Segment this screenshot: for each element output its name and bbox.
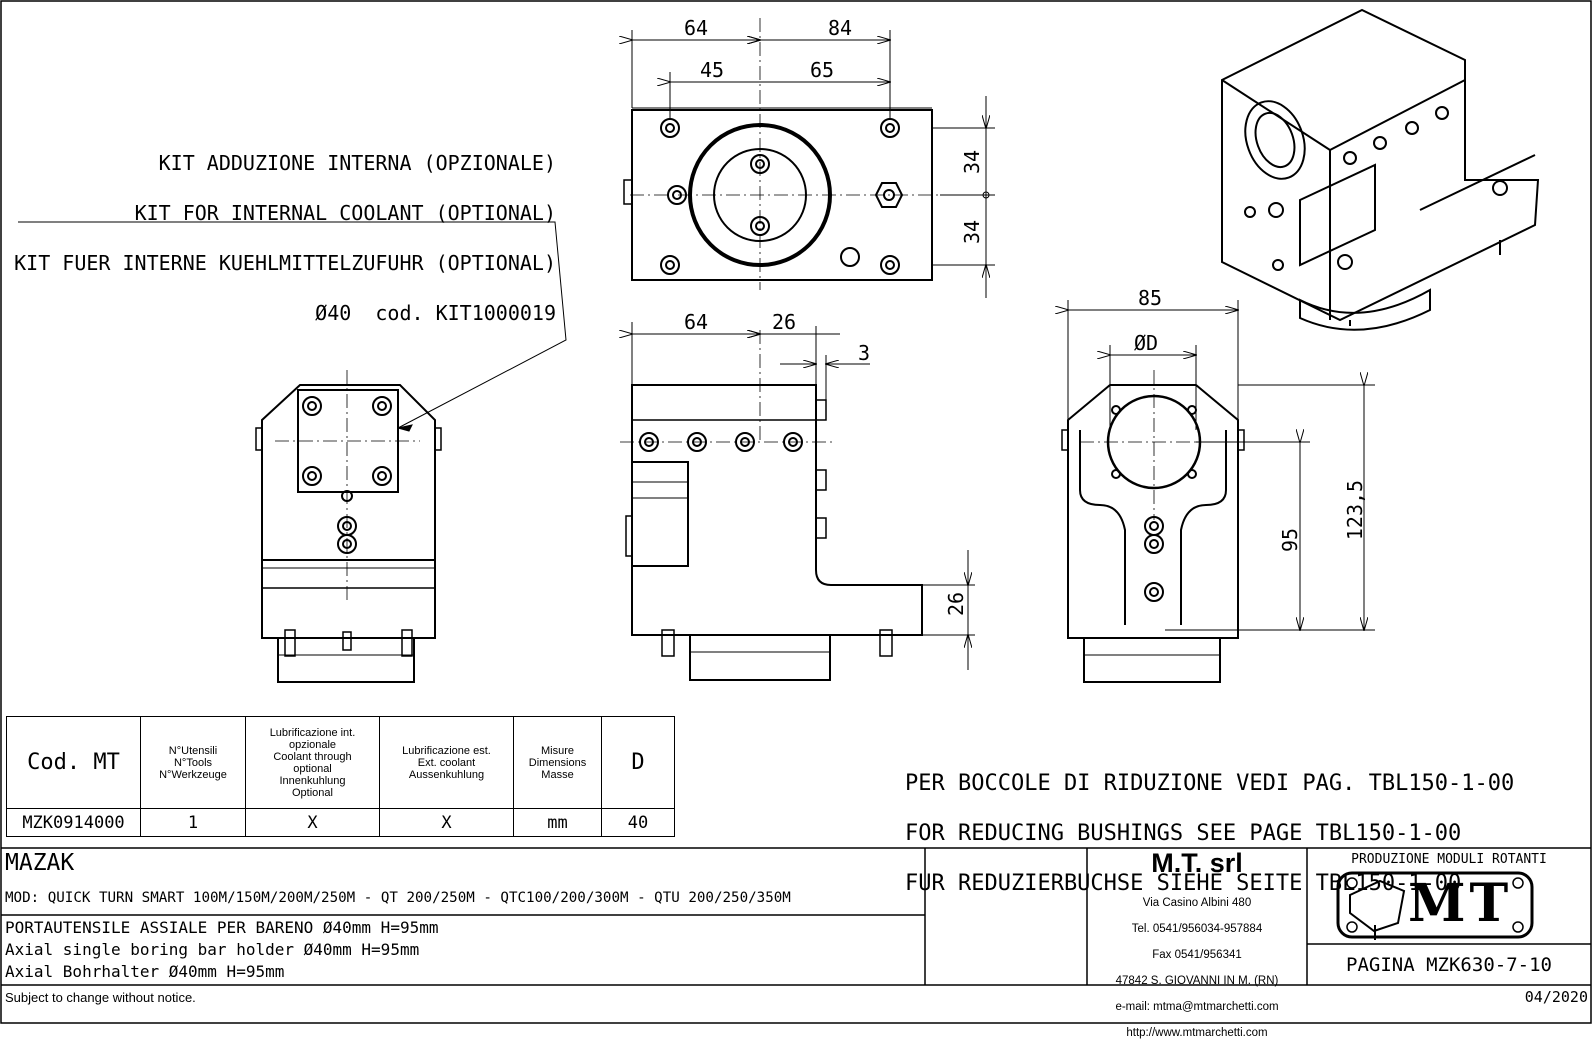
description-en: Axial single boring bar holder Ø40mm H=9… [5,940,420,959]
bushing-note: PER BOCCOLE DI RIDUZIONE VEDI PAG. TBL15… [905,746,1514,921]
address-line-2: Tel. 0541/956034-957884 [1131,923,1263,935]
dim-top-34b: 34 [960,219,985,245]
header-dimensions: Misure Dimensions Masse [513,716,602,809]
dim-right-95: 95 [1278,527,1303,553]
title-block-frame [1,847,1591,986]
header-code: Cod. MT [6,716,141,809]
cell-ext-coolant: X [379,808,514,837]
revision-date: 04/2020 [1524,988,1588,1006]
header-tools-de: N°Werkzeuge [159,768,227,781]
table-row: MZK0914000 1 X X mm 40 [6,808,675,837]
cell-code: MZK0914000 [6,808,141,837]
coolant-note-code: Ø40 cod. KIT1000019 [315,301,556,325]
cell-int-coolant: X [245,808,380,837]
spec-table-header: Cod. MT N°Utensili N°Tools N°Werkzeuge L… [6,716,675,809]
header-int-4: optional [293,762,332,775]
mt-logo: MT [1408,873,1513,934]
brand-name: MAZAK [5,850,75,876]
header-d: D [601,716,675,809]
model-list: MOD: QUICK TURN SMART 100M/150M/200M/250… [5,890,791,906]
header-int-6: Optional [292,786,333,799]
header-dim-2: Dimensions [528,756,587,769]
dim-side-26: 26 [772,310,797,334]
coolant-kit-note: KIT ADDUZIONE INTERNA (OPZIONALE) KIT FO… [14,126,556,351]
cell-dimensions: mm [513,808,602,837]
header-dim-3: Masse [541,768,574,781]
header-int-1: Lubrificazione int. [269,726,356,739]
dim-top-45: 45 [700,58,725,82]
address-line-1: Via Casino Albini 480 [1142,897,1252,909]
rear-view [1062,300,1375,683]
isometric-view [1221,8,1540,331]
dim-side-64: 64 [684,310,709,334]
side-view [620,322,975,681]
dim-side-26v: 26 [944,591,969,617]
dim-top-64: 64 [684,16,709,40]
description-it: PORTAUTENSILE ASSIALE PER BARENO Ø40mm H… [5,918,439,937]
spec-table: Cod. MT N°Utensili N°Tools N°Werkzeuge L… [6,716,675,837]
dim-top-34a: 34 [960,149,985,175]
dim-right-85: 85 [1138,286,1163,310]
header-tools-it: N°Utensili [168,744,218,757]
dim-side-3: 3 [858,341,871,365]
dim-top-84: 84 [828,16,853,40]
description-de: Axial Bohrhalter Ø40mm H=95mm [5,962,285,981]
dim-top-65: 65 [810,58,835,82]
address-line-5: e-mail: mtma@mtmarchetti.com [1115,1001,1279,1013]
header-tools-en: N°Tools [173,756,213,769]
header-int-3: Coolant through [273,750,352,763]
coolant-note-en: KIT FOR INTERNAL COOLANT (OPTIONAL) [134,201,556,225]
header-int-5: Innenkuhlung [279,774,346,787]
header-int-2: opzionale [288,738,337,751]
header-ext-2: Ext. coolant [417,756,476,769]
front-view [18,221,567,683]
company-name: M.T. srl [1151,848,1243,878]
page-number: PAGINA MZK630-7-10 [1346,954,1552,976]
coolant-note-it: KIT ADDUZIONE INTERNA (OPZIONALE) [158,151,556,175]
technical-drawing [0,0,1592,1024]
production-label: PRODUZIONE MODULI ROTANTI [1351,852,1547,867]
bushing-note-de: FUR REDUZIERBUCHSE SIEHE SEITE TBL150-1-… [905,871,1462,896]
address-line-3: Fax 0541/956341 [1152,949,1242,961]
header-ext-3: Aussenkuhlung [408,768,485,781]
top-view [624,18,995,298]
cell-d: 40 [601,808,675,837]
header-ext-1: Lubrificazione est. [402,744,491,757]
coolant-note-de: KIT FUER INTERNE KUEHLMITTELZUFUHR (OPTI… [14,251,556,275]
bushing-note-it: PER BOCCOLE DI RIDUZIONE VEDI PAG. TBL15… [905,771,1515,796]
address-line-4: 47842 S. GIOVANNI IN M. (RN) [1115,975,1279,987]
header-ext-coolant: Lubrificazione est. Ext. coolant Aussenk… [379,716,514,809]
address-line-6: http://www.mtmarchetti.com [1126,1027,1268,1039]
company-address: Via Casino Albini 480 Tel. 0541/956034-9… [1087,884,1307,1053]
header-int-coolant: Lubrificazione int. opzionale Coolant th… [245,716,380,809]
bushing-note-en: FOR REDUCING BUSHINGS SEE PAGE TBL150-1-… [905,821,1462,846]
cell-tools: 1 [140,808,246,837]
dim-right-od: ØD [1134,331,1159,355]
header-dim-1: Misure [540,744,574,757]
dim-right-123-5: 123,5 [1343,479,1368,541]
disclaimer: Subject to change without notice. [5,990,196,1005]
header-tools: N°Utensili N°Tools N°Werkzeuge [140,716,246,809]
